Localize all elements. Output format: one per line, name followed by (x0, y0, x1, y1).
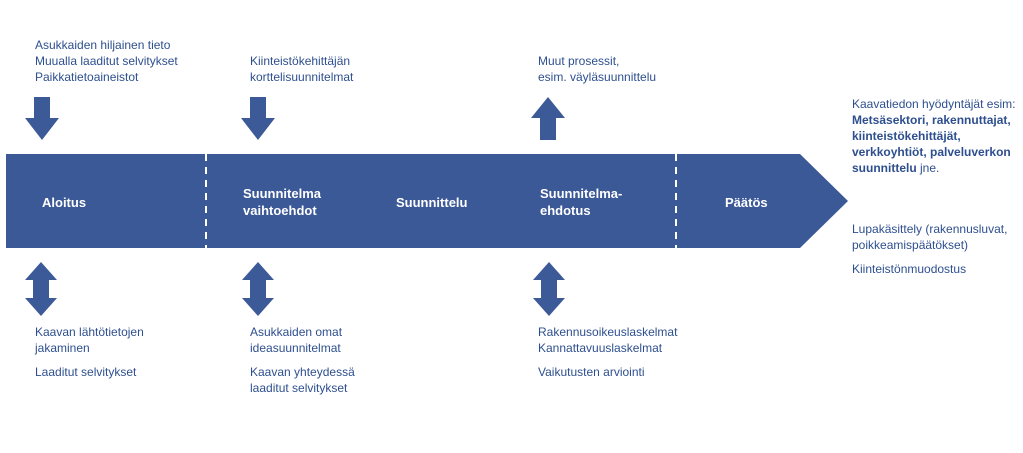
right-permits-block: Lupakäsittely (rakennusluvat, poikkeamis… (852, 221, 1007, 277)
text-line: poikkeamispäätökset) (852, 238, 969, 252)
stage-line: vaihtoehdot (243, 203, 317, 218)
text-line: Metsäsektori, rakennuttajat, (852, 113, 1011, 127)
bottom-exchange-alternatives: Asukkaiden omat ideasuunnitelmat Kaavan … (250, 324, 355, 396)
text-line: Lupakäsittely (rakennusluvat, (852, 222, 1008, 236)
bottom-exchange-proposal: Rakennusoikeuslaskelmat Kannattavuuslask… (538, 324, 677, 380)
text-line: Laaditut selvitykset (35, 365, 137, 379)
text-line: Muualla laaditut selvitykset (35, 54, 178, 68)
text-line: jakaminen (35, 341, 90, 355)
double-arrow-icon (242, 262, 274, 316)
text-line: Paikkatietoaineistot (35, 70, 139, 84)
bottom-exchange-start: Kaavan lähtötietojen jakaminen Laaditut … (35, 324, 144, 380)
double-arrow-icon (533, 262, 565, 316)
text-line: Kaavan yhteydessä (250, 365, 355, 379)
text-line: Kannattavuuslaskelmat (538, 341, 663, 355)
text-line: Vaikutusten arviointi (538, 365, 645, 379)
text-line: Muut prosessit, (538, 54, 620, 68)
text-line: laaditut selvitykset (250, 381, 348, 395)
text-line: korttelisuunnitelmat (250, 70, 354, 84)
top-inputs-alternatives: Kiinteistökehittäjän korttelisuunnitelma… (250, 53, 353, 85)
stage-paatos: Päätös (725, 195, 768, 210)
top-outputs-proposal: Muut prosessit, esim. väyläsuunnittelu (538, 53, 656, 85)
stage-line: Suunnitelma (243, 186, 322, 201)
stage-line: Suunnitelma- (540, 186, 623, 201)
users-intro: Kaavatiedon hyödyntäjät esim: (852, 97, 1016, 111)
text-line: kiinteistökehittäjät, (852, 129, 961, 143)
text-line: Kaavan lähtötietojen (35, 325, 144, 339)
text-line: Kiinteistönmuodostus (852, 262, 967, 276)
up-arrow-icon (531, 97, 565, 140)
double-arrow-icon (25, 262, 57, 316)
stage-suunnittelu: Suunnittelu (396, 195, 468, 210)
text-line: Asukkaiden hiljainen tieto (35, 38, 171, 52)
text-line: Asukkaiden omat (250, 325, 343, 339)
text-line: ideasuunnitelmat (250, 341, 341, 355)
stage-suunnitelmavaihtoehdot: Suunnitelma vaihtoehdot (243, 185, 321, 219)
users-tail: jne. (916, 161, 940, 175)
stage-suunnitelmaehdotus: Suunnitelma- ehdotus (540, 185, 622, 219)
down-arrow-icon (241, 97, 275, 140)
text-line: Rakennusoikeuslaskelmat (538, 325, 678, 339)
text-line: esim. väyläsuunnittelu (538, 70, 657, 84)
right-users-block: Kaavatiedon hyödyntäjät esim: Metsäsekto… (852, 96, 1015, 176)
text-line: suunnittelu jne. (852, 160, 1015, 176)
stage-line: ehdotus (540, 203, 591, 218)
users-last-bold: suunnittelu (852, 161, 917, 175)
down-arrow-icon (25, 97, 59, 140)
text-line: Kiinteistökehittäjän (250, 54, 351, 68)
text-line: verkkoyhtiöt, palveluverkon (852, 145, 1011, 159)
process-band (6, 154, 848, 248)
top-inputs-start: Asukkaiden hiljainen tieto Muualla laadi… (35, 37, 178, 85)
stage-aloitus: Aloitus (42, 195, 87, 210)
